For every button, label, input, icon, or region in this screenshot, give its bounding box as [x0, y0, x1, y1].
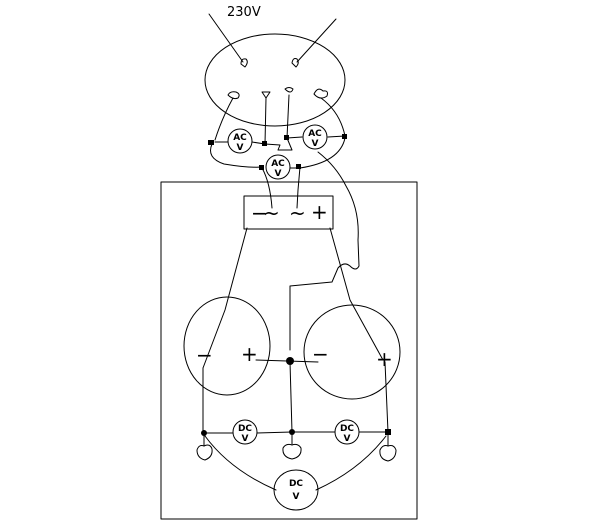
- total-meter-wire-left: [204, 435, 277, 491]
- dc-positive-wire: [329, 227, 384, 361]
- cell-right: − +: [303, 304, 401, 400]
- ac-meter-right-symbol: V: [312, 139, 319, 149]
- secondary-terminal-4: [313, 88, 328, 99]
- dc-meter-right-unit: DC: [340, 424, 354, 434]
- dc-meter-right-symbol: V: [344, 434, 351, 444]
- total-meter-wire-right: [315, 435, 387, 491]
- ac-meter-right-unit: AC: [308, 129, 322, 139]
- ac-meter-bottom-unit: AC: [271, 159, 285, 169]
- cell-right-positive: +: [376, 347, 393, 371]
- rectifier-terminal-ac2: ~: [289, 201, 306, 225]
- ac-input-wires: [261, 166, 301, 209]
- transformer: [204, 33, 346, 127]
- secondary-terminal-2: [261, 91, 271, 99]
- dc-meter-total: DC V: [273, 469, 319, 511]
- output-terminal-right: [379, 445, 397, 462]
- dc-meter-right: DC V: [334, 419, 360, 445]
- ac-meter-right: AC V: [302, 124, 328, 150]
- positive-loop-wire: [289, 151, 360, 351]
- ac-meter-bottom-symbol: V: [275, 169, 282, 179]
- ac-meter-left: AC V: [227, 128, 253, 154]
- dc-meter-left-unit: DC: [238, 424, 252, 434]
- secondary-terminal-1: [227, 91, 240, 100]
- primary-terminal-left: [240, 58, 248, 68]
- ac-meter-bottom: AC V: [265, 154, 291, 180]
- dc-meter-left: DC V: [232, 419, 258, 445]
- output-terminal-middle: [282, 443, 302, 460]
- supply-leads: 230V: [208, 5, 337, 63]
- ac-meter-left-symbol: V: [237, 143, 244, 153]
- output-terminal-left: [196, 444, 213, 461]
- rectifier-terminal-ac1: ~: [263, 201, 280, 225]
- rectifier-terminal-neg: −: [251, 201, 268, 225]
- dc-negative-wire: [202, 227, 248, 369]
- dc-meter-total-symbol: V: [293, 492, 300, 502]
- cell-left: − +: [183, 296, 271, 396]
- dc-meter-left-symbol: V: [242, 434, 249, 444]
- secondary-wiring: [208, 94, 347, 169]
- enclosure-box: [160, 181, 418, 520]
- dc-meter-total-unit: DC: [289, 479, 303, 489]
- rectifier-terminal-pos: +: [311, 200, 328, 224]
- supply-voltage-label: 230V: [227, 5, 261, 20]
- secondary-terminal-3: [284, 87, 294, 93]
- cell-left-negative: −: [196, 343, 213, 367]
- ac-meter-left-unit: AC: [233, 133, 247, 143]
- rectifier: − ~ ~ +: [243, 195, 334, 230]
- primary-terminal-right: [291, 58, 299, 68]
- rectifier-body: [243, 195, 334, 230]
- output-terminals: [196, 432, 397, 462]
- cell-right-negative: −: [312, 342, 329, 366]
- bottom-bus: [201, 429, 391, 436]
- cell-left-positive: +: [241, 342, 258, 366]
- transformer-body: [204, 33, 346, 127]
